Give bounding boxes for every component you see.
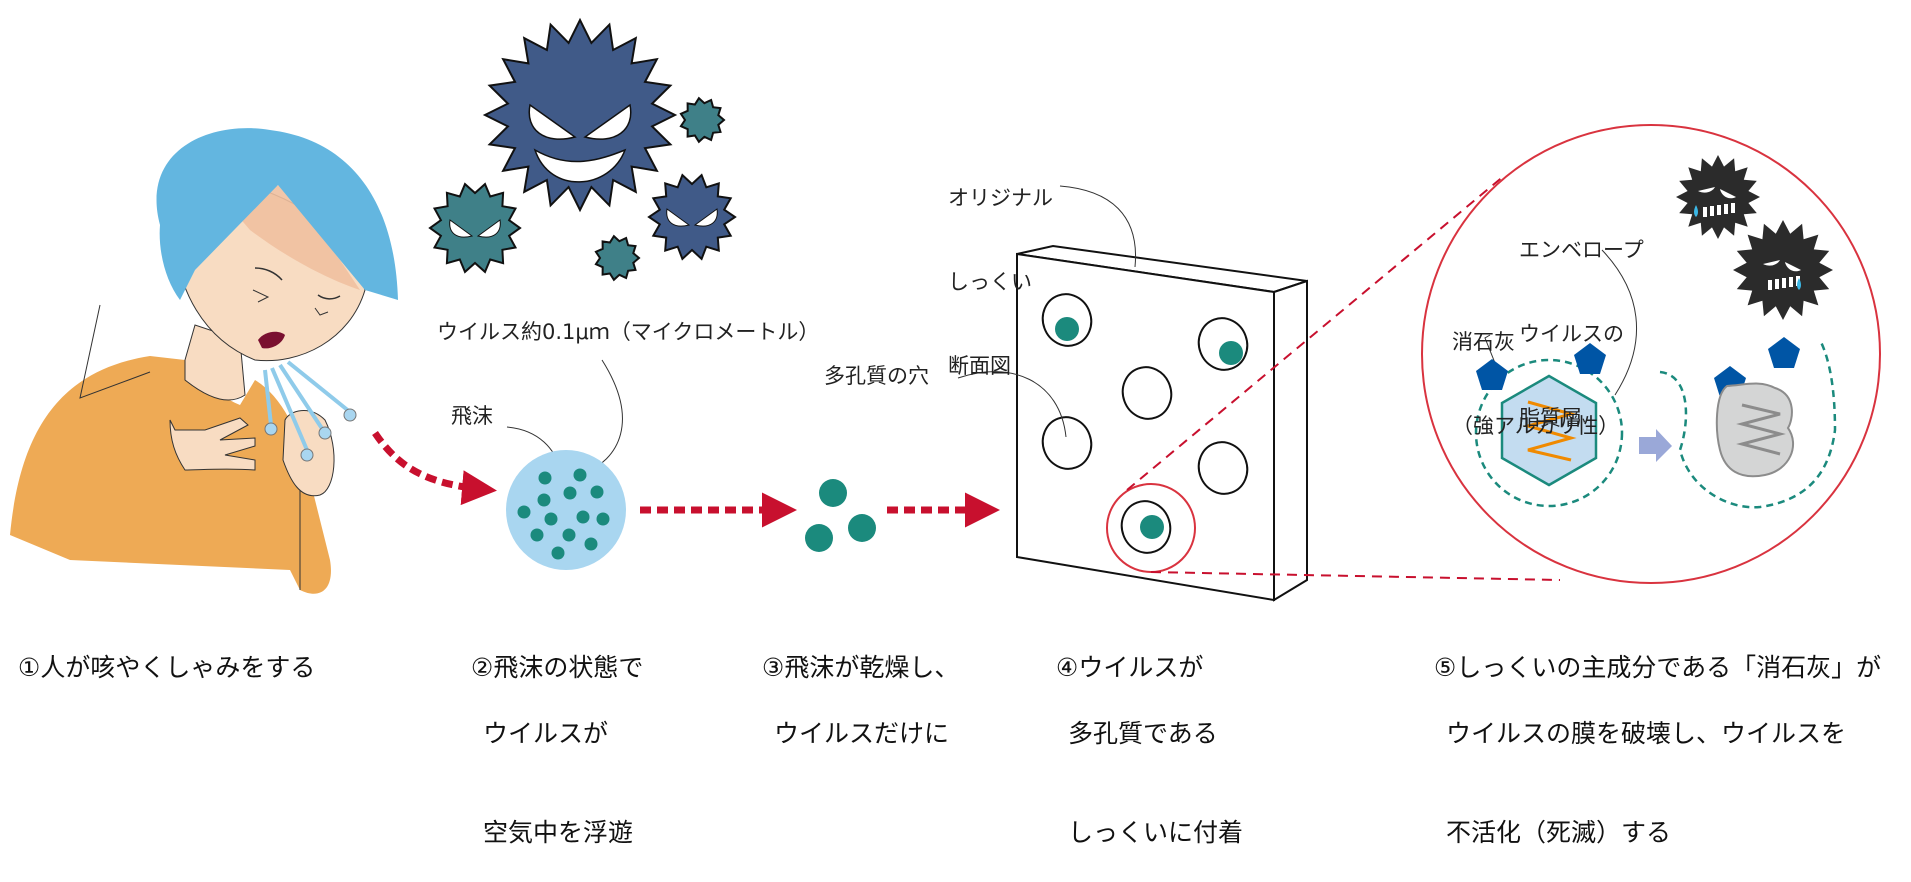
step-3-caption: ③飛沫が乾燥し、 ウイルスだけに [761, 653, 960, 748]
droplet-virus-dot [517, 505, 531, 519]
step-1-caption: ①人が咳やくしゃみをする [17, 653, 316, 682]
hair [156, 128, 398, 300]
virus-5 [594, 234, 641, 282]
droplet-virus-dot [590, 485, 604, 499]
crying-virus-pair-icon [1676, 155, 1833, 320]
droplet-virus-dot [530, 528, 544, 542]
slaked-lime-label: 消石灰 （強アルカリ性） [1452, 330, 1620, 438]
droplet-label: 飛沫 [451, 404, 493, 428]
zoom-line-top [1126, 174, 1506, 491]
droplet-virus-dot [596, 512, 610, 526]
droplet-virus-dot [538, 471, 552, 485]
zoom-line-bottom [1150, 571, 1561, 581]
step-4-caption: ④ウイルスが 多孔質である しっくいに付着 [1055, 653, 1244, 847]
droplet-virus-dot [576, 510, 590, 524]
shikkui-section-label: オリジナル しっくい 断面図 [948, 186, 1053, 378]
adhered-viruses [1055, 317, 1243, 539]
droplet-virus-dot [573, 468, 587, 482]
cough-spray-icon [263, 360, 352, 451]
flow-arrow-1 [372, 431, 497, 506]
destroyed-virus-icon [1659, 339, 1837, 509]
droplet-icon [506, 450, 626, 570]
virus-4 [679, 96, 726, 144]
intact-envelope-virus-icon [1474, 358, 1624, 508]
porous-holes [1041, 293, 1249, 554]
porous-hole-label: 多孔質の穴 [824, 364, 929, 388]
droplet-virus-dot [584, 537, 598, 551]
open-mouth [258, 331, 285, 349]
droplet-virus-dot [551, 546, 565, 560]
virus-3 [647, 173, 737, 261]
droplet-virus-dot [544, 512, 558, 526]
dried-virus-particles-icon [805, 479, 876, 552]
hand-on-chest [169, 417, 256, 471]
virus-1 [482, 17, 678, 213]
virus-2 [428, 182, 522, 274]
transition-arrow-icon [1639, 429, 1672, 462]
step-5-caption: ⑤しっくいの主成分である「消石灰」が ウイルスの膜を破壊し、ウイルスを 不活化（… [1433, 653, 1882, 847]
crying-virus-1 [1676, 155, 1760, 239]
coughing-person-illustration [10, 128, 398, 594]
droplet-virus-dot [562, 528, 576, 542]
droplet-virus-dot [563, 486, 577, 500]
crying-virus-2 [1733, 220, 1833, 320]
envelope-label: エンベロープ ウイルスの 脂質層 [1519, 238, 1644, 430]
step-2-caption: ②飛沫の状態で ウイルスが 空気中を浮遊 [470, 653, 644, 847]
angry-virus-group-icon [428, 17, 737, 282]
diagram-canvas [10, 17, 1881, 602]
virus-size-label: ウイルス約0.1μｍ（マイクロメートル） [437, 320, 820, 344]
droplet-virus-dot [537, 493, 551, 507]
shirt [10, 356, 331, 594]
